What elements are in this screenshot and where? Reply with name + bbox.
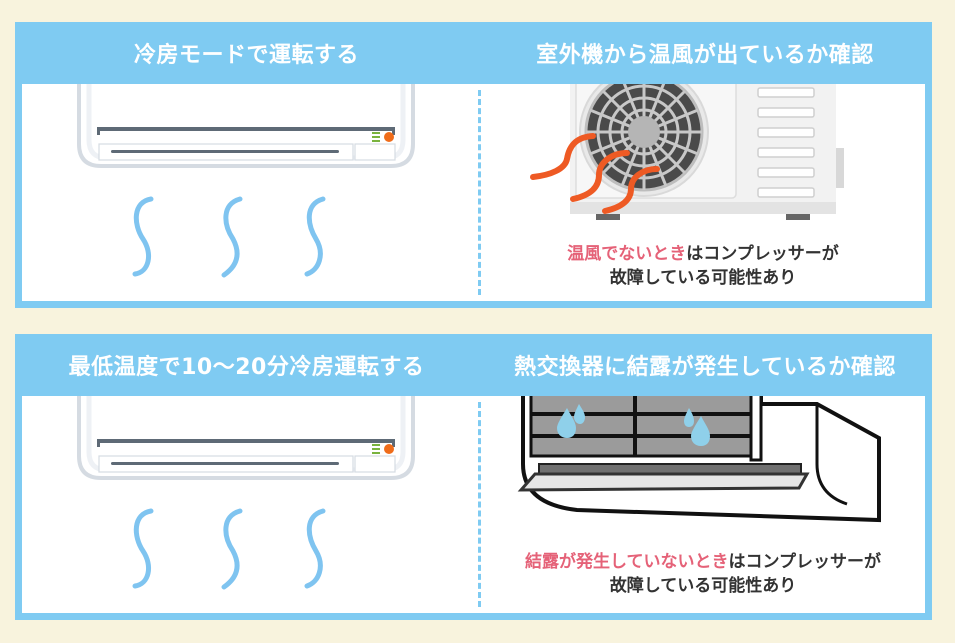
step-panel-1: 冷房モードで運転する 室外機から温風が出ているか確認 xyxy=(15,22,932,308)
outdoor-ac-unit-icon xyxy=(570,84,844,220)
caption-line-2: 故障している可能性あり xyxy=(609,268,797,288)
caption-highlight: 結露が発生していないとき xyxy=(525,552,729,572)
outdoor-unit-caption: 温風でないときはコンプレッサーが 故障している可能性あり xyxy=(481,242,925,290)
indoor-ac-unit-icon xyxy=(77,396,415,480)
panel-body: 温風でないときはコンプレッサーが 故障している可能性あり xyxy=(22,84,925,301)
outdoor-unit-illustration: 温風でないときはコンプレッサーが 故障している可能性あり xyxy=(481,84,925,301)
condensation-caption: 結露が発生していないときはコンプレッサーが 故障している可能性あり xyxy=(481,550,925,598)
step-title-check-condensation: 熱交換器に結露が発生しているか確認 xyxy=(514,355,896,380)
min-temp-cooling-illustration xyxy=(22,396,478,613)
step-title-min-temp-cooling: 最低温度で10〜20分冷房運転する xyxy=(68,355,425,380)
step-title-cooling-mode: 冷房モードで運転する xyxy=(133,43,359,68)
cooling-mode-illustration xyxy=(22,84,478,301)
step-panel-2: 最低温度で10〜20分冷房運転する 熱交換器に結露が発生しているか確認 xyxy=(15,334,932,620)
caption-rest: はコンプレッサーが xyxy=(686,244,839,264)
caption-line-1: 温風でないときはコンプレッサーが xyxy=(481,242,925,266)
warm-air-wave-icon xyxy=(530,133,660,214)
indoor-ac-unit-icon xyxy=(77,84,415,168)
caption-rest: はコンプレッサーが xyxy=(728,552,882,572)
caption-line-2: 故障している可能性あり xyxy=(609,576,797,596)
step-title-check-outdoor-unit: 室外機から温風が出ているか確認 xyxy=(536,43,874,68)
caption-highlight: 温風でないとき xyxy=(567,244,687,264)
panel-body: 結露が発生していないときはコンプレッサーが 故障している可能性あり xyxy=(22,396,925,613)
dashed-divider xyxy=(478,90,481,295)
cool-air-wave-icon xyxy=(132,196,326,278)
heat-exchanger-condensation-icon xyxy=(517,396,881,523)
cool-air-wave-icon xyxy=(132,508,326,590)
heat-exchanger-illustration: 結露が発生していないときはコンプレッサーが 故障している可能性あり xyxy=(481,396,925,613)
dashed-divider xyxy=(478,402,481,607)
caption-line-1: 結露が発生していないときはコンプレッサーが xyxy=(481,550,925,574)
